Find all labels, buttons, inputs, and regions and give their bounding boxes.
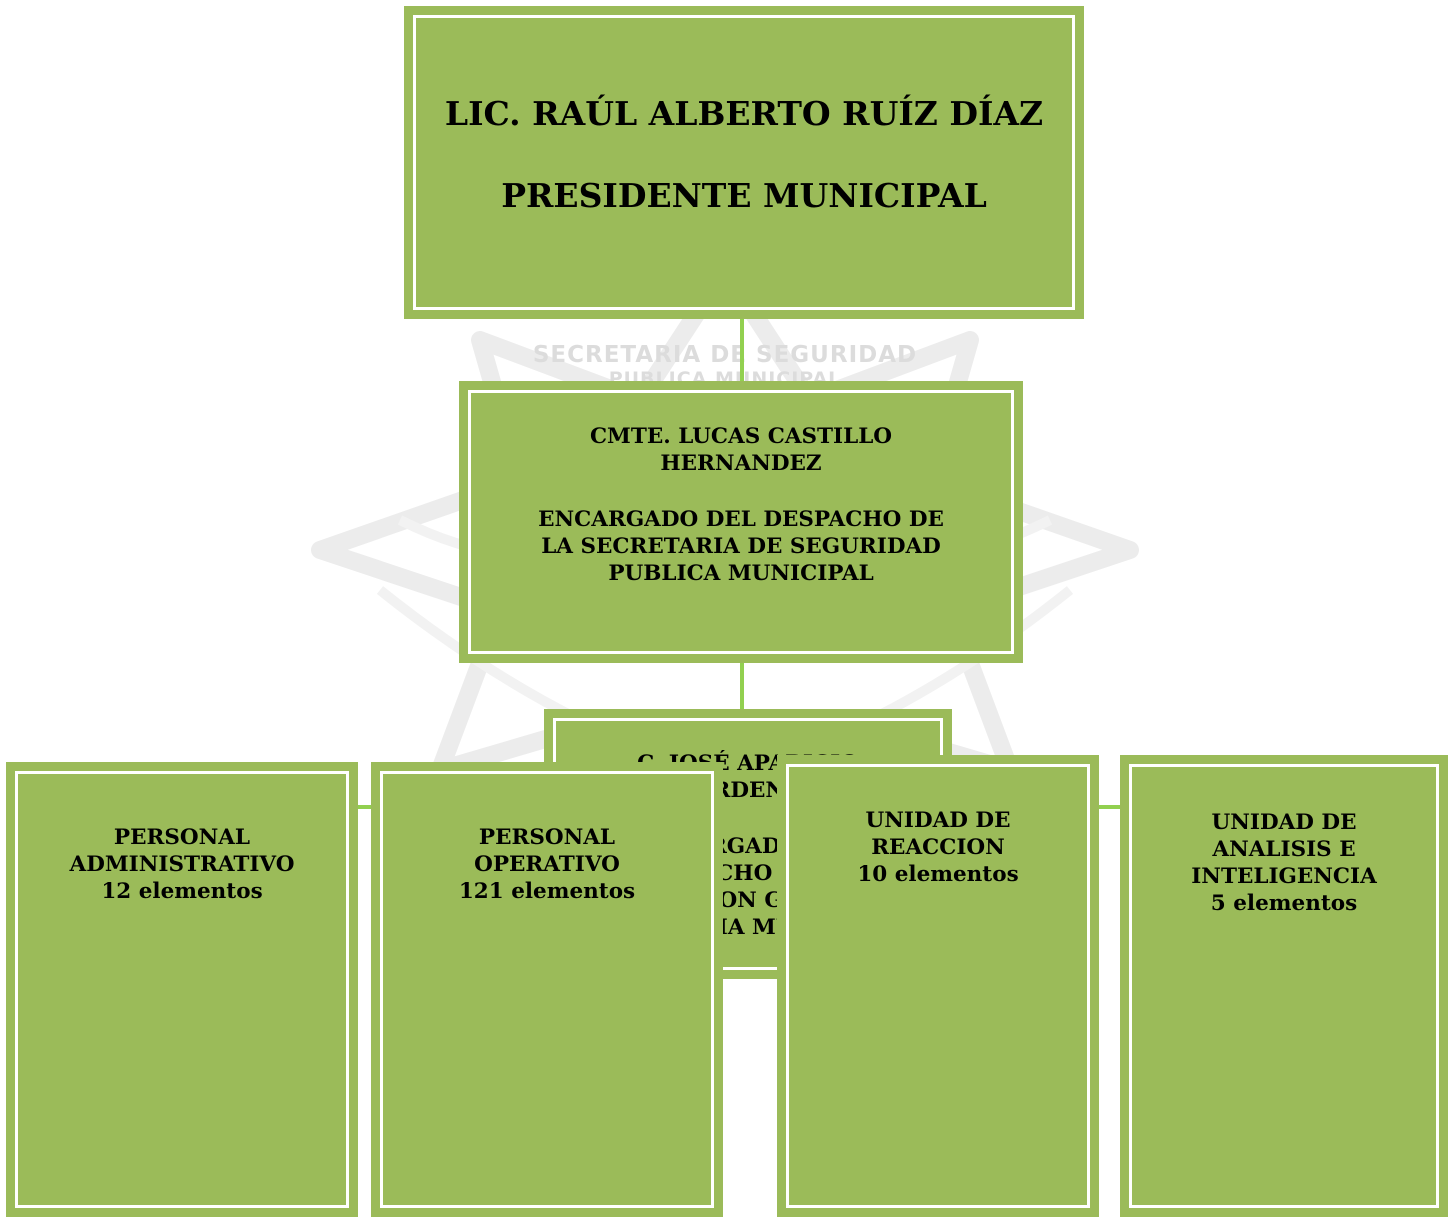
president-title: PRESIDENTE MUNICIPAL: [501, 176, 987, 215]
unit-label-line-3: INTELIGENCIA: [1191, 864, 1377, 889]
unit-box-unidad-analisis-inteligencia: UNIDAD DE ANALISIS E INTELIGENCIA 5 elem…: [1120, 755, 1448, 1217]
president-box: LIC. RAÚL ALBERTO RUÍZ DÍAZ PRESIDENTE M…: [404, 6, 1084, 319]
secretaria-title-line-3: PUBLICA MUNICIPAL: [608, 561, 874, 586]
unit-label-line-1: UNIDAD DE: [1211, 810, 1357, 835]
unit-label-line-2: ANALISIS E: [1212, 837, 1356, 862]
secretaria-title-line-2: LA SECRETARIA DE SEGURIDAD: [541, 534, 941, 559]
unit-label-line-2: OPERATIVO: [474, 852, 620, 877]
unit-label-line-2: ADMINISTRATIVO: [69, 852, 295, 877]
unit-label-line-1: PERSONAL: [478, 825, 616, 850]
secretaria-name-line-2: HERNANDEZ: [660, 451, 822, 476]
unit-box-personal-operativo: PERSONAL OPERATIVO 121 elementos: [371, 762, 723, 1217]
president-name: LIC. RAÚL ALBERTO RUÍZ DÍAZ: [444, 94, 1044, 133]
unit-count: 121 elementos: [458, 879, 636, 904]
unit-box-unidad-reaccion: UNIDAD DE REACCION 10 elementos: [777, 755, 1099, 1217]
secretaria-name-line-1: CMTE. LUCAS CASTILLO: [589, 424, 893, 449]
unit-label-line-1: PERSONAL: [113, 825, 251, 850]
secretaria-title-line-1: ENCARGADO DEL DESPACHO DE: [538, 507, 944, 532]
unit-count: 12 elementos: [101, 879, 263, 904]
unit-count: 5 elementos: [1210, 891, 1358, 916]
unit-label-line-1: UNIDAD DE: [865, 808, 1011, 833]
unit-box-personal-administrativo: PERSONAL ADMINISTRATIVO 12 elementos: [6, 762, 358, 1217]
secretaria-box: CMTE. LUCAS CASTILLO HERNANDEZ ENCARGADO…: [459, 381, 1023, 663]
unit-label-line-2: REACCION: [871, 835, 1005, 860]
unit-count: 10 elementos: [857, 862, 1019, 887]
